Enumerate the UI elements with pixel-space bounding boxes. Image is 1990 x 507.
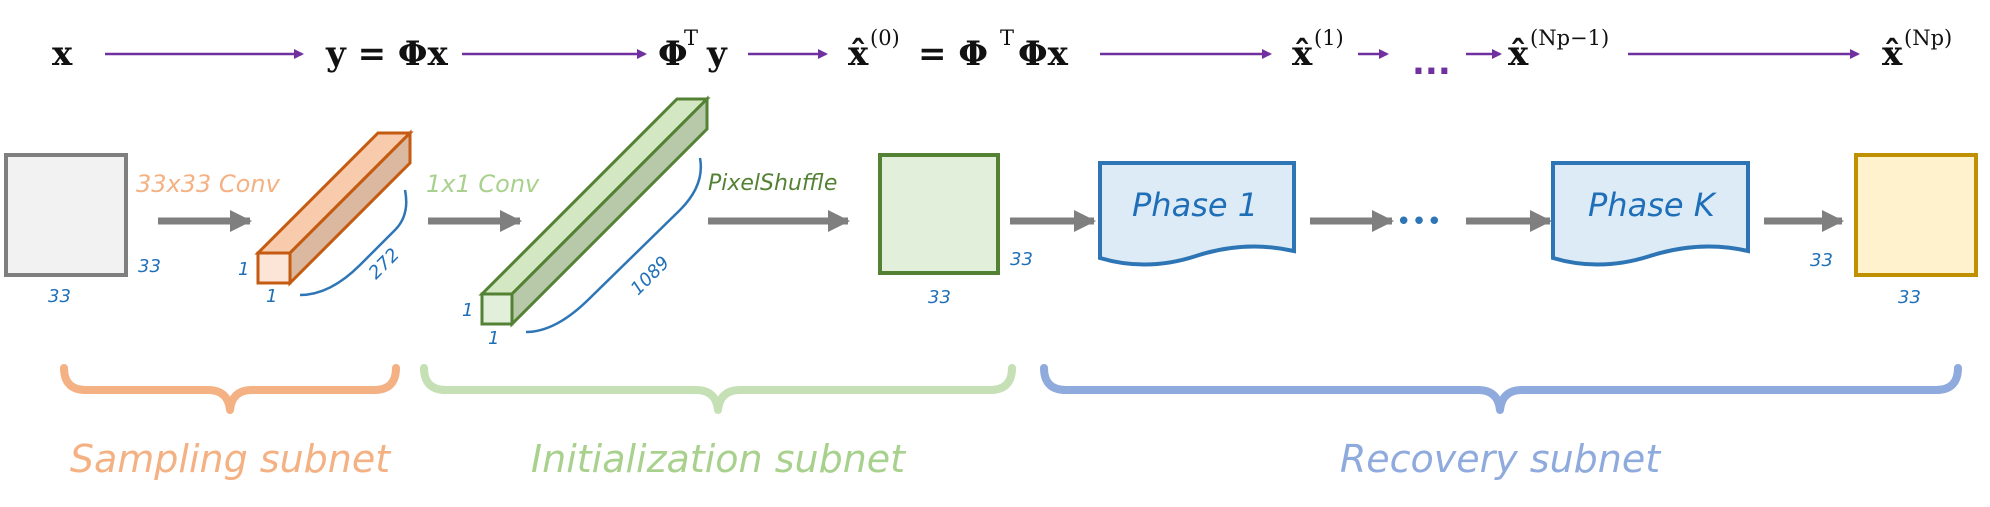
bar1-dim-length: 272 — [365, 244, 404, 283]
init-dim-right: 33 — [1010, 249, 1033, 270]
initialization-feature-bar — [478, 95, 711, 328]
formula-y-eq-phi-x: y = Φx — [325, 34, 449, 74]
sampling-subnet-brace — [60, 364, 400, 414]
formula-xhat0-rhs-tail: Φx — [1018, 34, 1069, 74]
bar1-dim-bottom: 1 — [266, 286, 277, 307]
output-dim-left: 33 — [1810, 250, 1833, 271]
input-dim-right: 33 — [138, 256, 161, 277]
conv1-label: 33x33 Conv — [136, 170, 281, 198]
formula-ellipsis: ... — [1412, 43, 1451, 83]
phase1-block — [1098, 161, 1296, 267]
init-dim-bottom: 33 — [928, 287, 951, 308]
initialization-subnet-brace — [420, 364, 1016, 414]
input-image-block — [4, 153, 128, 277]
initialization-subnet-label: Initialization subnet — [531, 437, 907, 481]
formula-xhat0-rhs: = Φ — [918, 34, 988, 74]
formula-phi-t-y: y — [706, 34, 728, 74]
sampling-feature-bar — [254, 129, 414, 287]
pixelshuffle-label: PixelShuffle — [708, 171, 837, 196]
phasek-block — [1551, 161, 1750, 267]
bar1-dim-side: 1 — [238, 259, 249, 280]
formula-x: x — [52, 34, 73, 74]
formula-xhat1-sup: (1) — [1314, 26, 1344, 50]
formula-phi-t: Φ — [658, 34, 688, 74]
formula-xhat-np-sup: (Np) — [1904, 26, 1952, 50]
input-dim-bottom: 33 — [48, 286, 71, 307]
formula-xhat0: x̂ — [848, 34, 869, 74]
initial-reconstruction-block — [878, 153, 1000, 275]
bar1-length-brace — [299, 189, 408, 297]
formula-xhat-np: x̂ — [1882, 34, 1903, 74]
output-dim-bottom: 33 — [1898, 287, 1921, 308]
formula-xhat1: x̂ — [1292, 34, 1313, 74]
formula-xhat-np-minus-1-sup: (Np−1) — [1530, 26, 1609, 50]
phasek-label: Phase K — [1588, 186, 1718, 224]
phase-ellipsis: ••• — [1396, 207, 1442, 237]
formula-xhat0-sup: (0) — [870, 26, 900, 50]
bar2-dim-side: 1 — [462, 300, 473, 321]
formula-xhat-np-minus-1: x̂ — [1508, 34, 1529, 74]
formula-phi-t-sup: T — [684, 26, 698, 50]
recovery-subnet-label: Recovery subnet — [1340, 437, 1662, 481]
output-image-block — [1854, 153, 1978, 277]
bar2-dim-bottom: 1 — [488, 328, 499, 349]
formula-xhat0-rhs-sup: T — [1000, 26, 1014, 50]
bar2-length-brace — [525, 157, 703, 334]
conv2-label: 1x1 Conv — [426, 170, 540, 198]
recovery-subnet-brace — [1040, 364, 1962, 414]
phase1-label: Phase 1 — [1132, 186, 1258, 224]
bar2-dim-length: 1089 — [627, 252, 674, 299]
sampling-subnet-label: Sampling subnet — [70, 437, 392, 481]
